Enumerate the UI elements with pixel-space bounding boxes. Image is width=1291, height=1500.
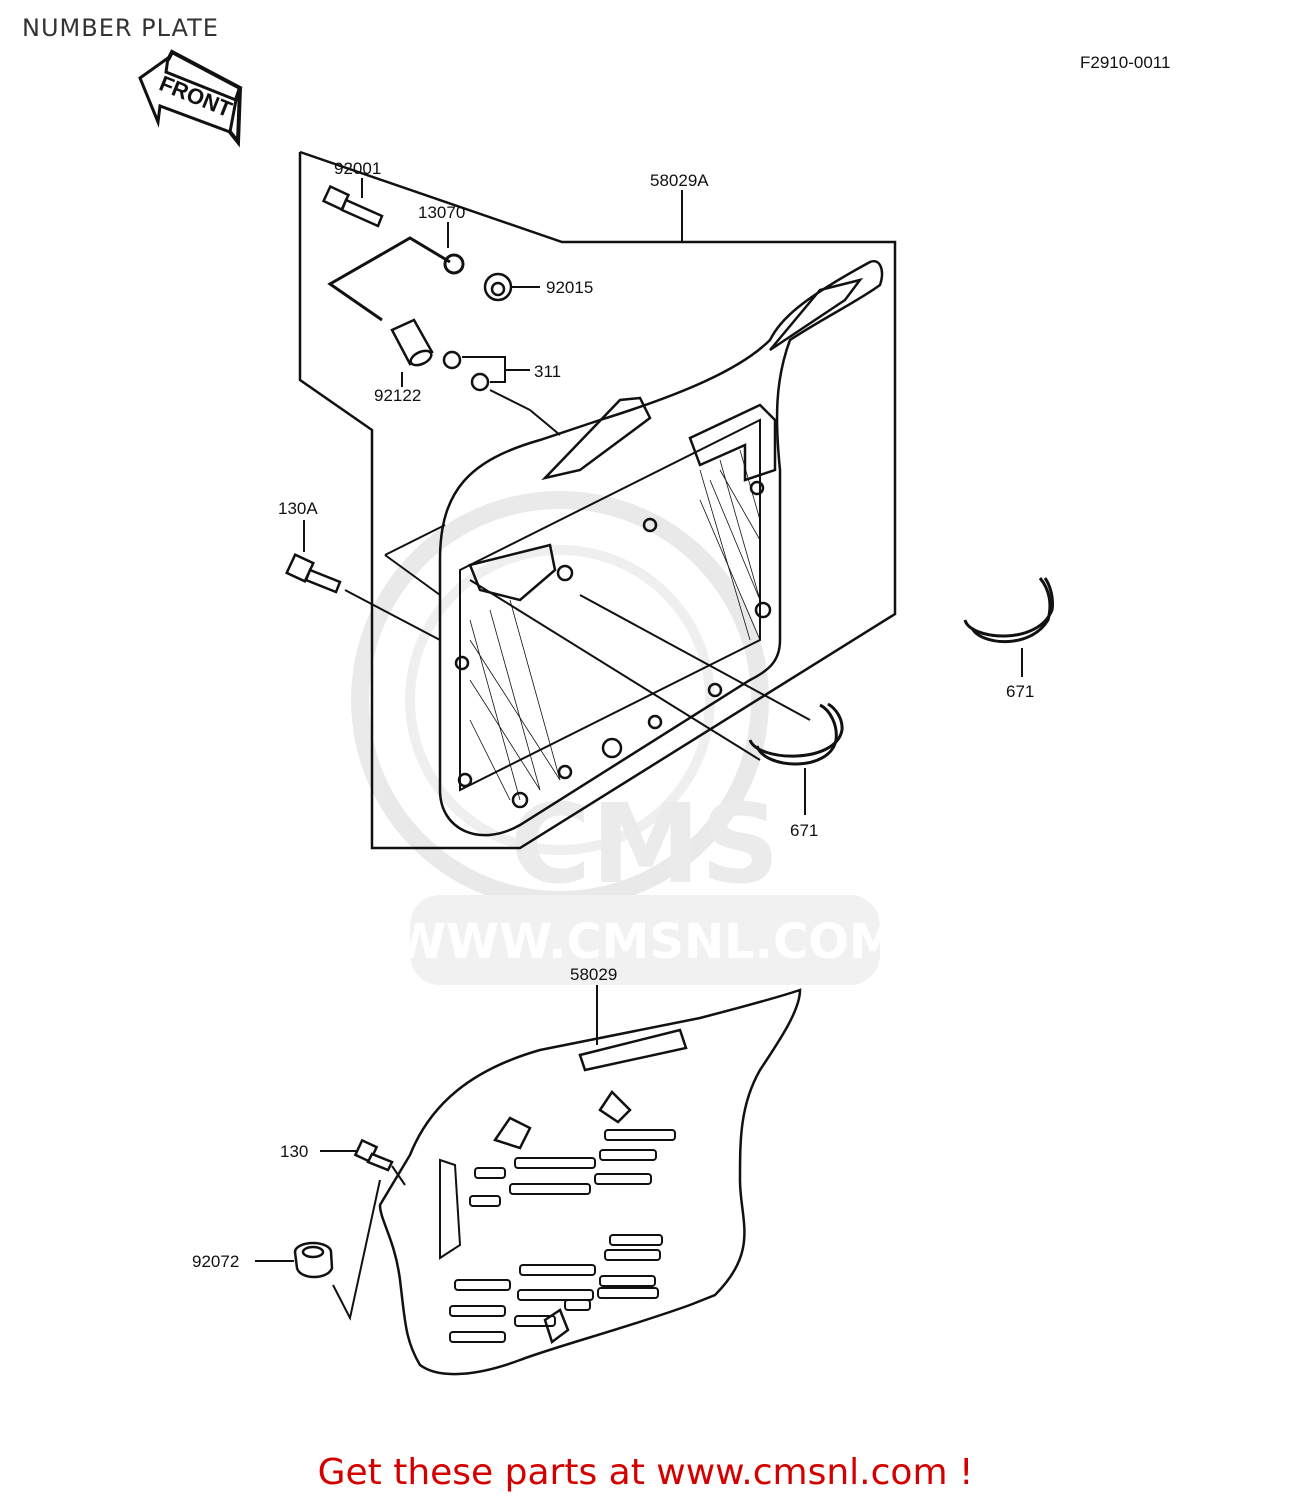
bolt-130A bbox=[285, 553, 342, 594]
band-671-right bbox=[963, 577, 1054, 644]
label-311: 311 bbox=[534, 362, 561, 381]
label-92001: 92001 bbox=[334, 159, 381, 178]
footer-link-text[interactable]: Get these parts at www.cmsnl.com ! bbox=[317, 1452, 974, 1493]
label-671-right: 671 bbox=[1006, 682, 1034, 701]
upper-assembly-outline bbox=[298, 150, 897, 850]
label-58029: 58029 bbox=[570, 965, 617, 984]
label-13070: 13070 bbox=[418, 203, 465, 222]
watermark-url: WWW.CMSNL.COM bbox=[393, 914, 897, 970]
watermark: CMS WWW.CMSNL.COM bbox=[351, 491, 897, 985]
nuts-311 bbox=[442, 350, 490, 392]
nut-92015 bbox=[483, 272, 513, 302]
label-92072: 92072 bbox=[192, 1252, 239, 1271]
label-130A: 130A bbox=[278, 499, 318, 518]
label-671-lower: 671 bbox=[790, 821, 818, 840]
grommet-92072 bbox=[293, 1241, 334, 1279]
front-arrow-icon: FRONT bbox=[138, 49, 243, 148]
plate-holder-58029A bbox=[438, 259, 884, 837]
rod-13070 bbox=[327, 236, 465, 322]
watermark-logo: CMS bbox=[510, 780, 779, 908]
bolt-130 bbox=[353, 1138, 394, 1172]
label-92122: 92122 bbox=[374, 386, 421, 405]
page-title: NUMBER PLATE bbox=[22, 14, 219, 42]
bolt-92001 bbox=[321, 184, 384, 228]
cover-58029 bbox=[378, 988, 802, 1376]
diagram-code: F2910-0011 bbox=[1080, 53, 1170, 72]
collar-92122 bbox=[390, 318, 434, 367]
leader-lines-upper bbox=[384, 190, 811, 761]
label-92015: 92015 bbox=[546, 278, 593, 297]
band-671-lower bbox=[748, 702, 844, 766]
label-58029A: 58029A bbox=[650, 171, 709, 190]
label-130: 130 bbox=[280, 1142, 308, 1161]
